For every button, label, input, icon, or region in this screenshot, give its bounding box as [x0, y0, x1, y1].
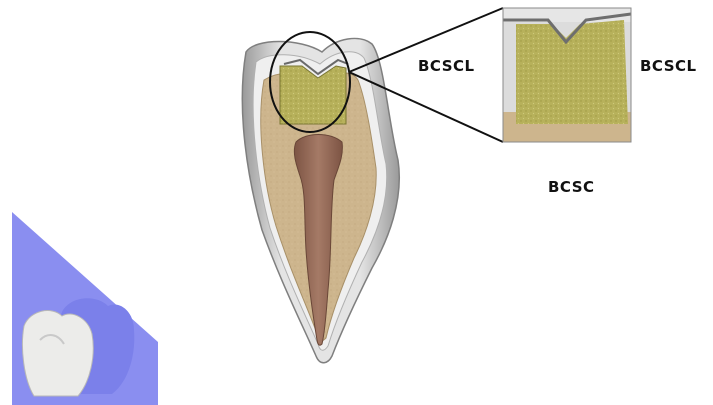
molar-section-plane-icon: [12, 212, 158, 405]
molar-crown: [22, 311, 93, 396]
label-bcscl-right: BCSCL: [640, 57, 697, 75]
label-bcsc: BCSC: [548, 178, 595, 196]
inset-zoom: [503, 8, 631, 142]
tooth-cross-section-icon: [242, 38, 399, 362]
label-bcscl-left: BCSCL: [418, 57, 475, 75]
restoration-filling: [280, 66, 346, 124]
